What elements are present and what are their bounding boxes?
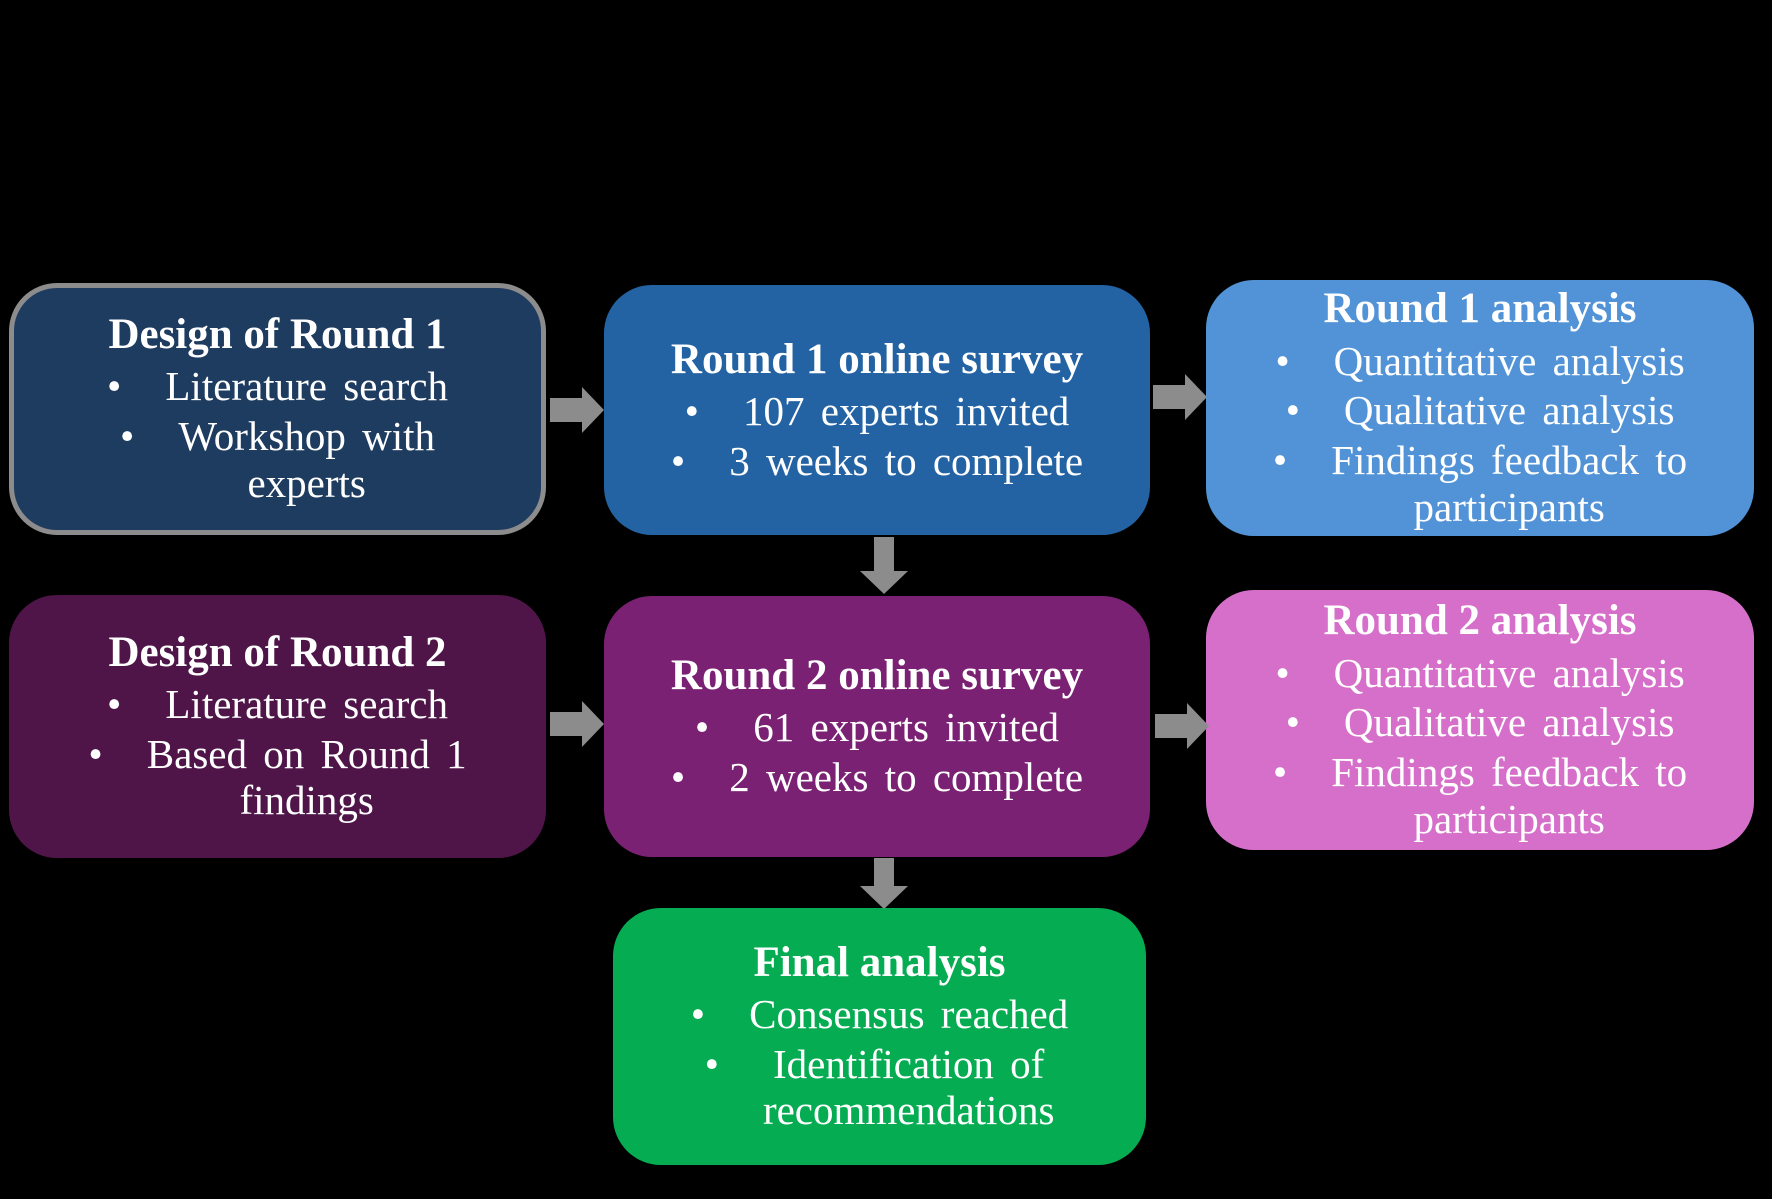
bullet-text: Findings feedback to participants	[1331, 437, 1688, 530]
arrow-right-icon	[550, 701, 604, 747]
bullet-text: Quantitative analysis	[1333, 649, 1685, 696]
bullet-item: • Quantitative analysis	[1224, 650, 1736, 697]
bullet-icon: •	[1272, 437, 1288, 484]
bullet-text: 61 experts invited	[753, 704, 1060, 751]
bullet-text: Qualitative analysis	[1343, 699, 1675, 746]
box-design-of-round-2: Design of Round 2 • Literature search • …	[9, 595, 546, 858]
bullet-icon: •	[1285, 387, 1300, 434]
bullet-list: • Quantitative analysis • Qualitative an…	[1224, 338, 1736, 531]
bullet-item: • 2 weeks to complete	[622, 754, 1132, 801]
bullet-icon: •	[119, 413, 135, 460]
box-round-2-online-survey: Round 2 online survey • 61 experts invit…	[604, 596, 1150, 857]
bullet-icon: •	[1275, 649, 1290, 696]
bullet-text: Quantitative analysis	[1333, 337, 1685, 384]
bullet-icon: •	[107, 680, 122, 727]
bullet-list: • 61 experts invited • 2 weeks to comple…	[622, 704, 1132, 800]
bullet-item: • Workshop with experts	[32, 413, 523, 506]
box-round-2-analysis: Round 2 analysis • Quantitative analysis…	[1206, 590, 1754, 850]
arrow-head	[860, 571, 908, 594]
bullet-item: • Literature search	[32, 363, 523, 410]
bullet-item: • Findings feedback to participants	[1224, 437, 1736, 530]
bullet-text: Literature search	[165, 680, 448, 727]
arrow-shaft	[874, 858, 894, 886]
bullet-text: Consensus reached	[749, 990, 1069, 1037]
bullet-text: 107 experts invited	[743, 387, 1070, 434]
box-design-of-round-1: Design of Round 1 • Literature search • …	[9, 283, 546, 535]
bullet-item: • Quantitative analysis	[1224, 338, 1736, 385]
bullet-text: Identification of recommendations	[762, 1040, 1055, 1134]
bullet-text: Based on Round 1 findings	[146, 730, 467, 824]
bullet-list: • Literature search • Workshop with expe…	[32, 363, 523, 506]
bullet-item: • Qualitative analysis	[1224, 699, 1736, 746]
box-round-1-analysis: Round 1 analysis • Quantitative analysis…	[1206, 280, 1754, 536]
bullet-list: • 107 experts invited • 3 weeks to compl…	[622, 388, 1132, 484]
arrow-head	[1185, 374, 1207, 420]
arrow-right-icon	[550, 387, 604, 433]
bullet-icon: •	[704, 1040, 719, 1087]
bullet-icon: •	[684, 387, 700, 434]
box-title: Round 2 online survey	[670, 652, 1084, 700]
bullet-text: Literature search	[165, 363, 448, 410]
bullet-item: • 61 experts invited	[622, 704, 1132, 751]
bullet-icon: •	[88, 730, 103, 777]
arrow-shaft	[1153, 385, 1185, 409]
bullet-item: • Based on Round 1 findings	[27, 731, 528, 824]
arrow-head	[1187, 703, 1209, 749]
bullet-list: • Quantitative analysis • Qualitative an…	[1224, 650, 1736, 843]
bullet-text: Qualitative analysis	[1343, 387, 1675, 434]
bullet-item: • Qualitative analysis	[1224, 387, 1736, 434]
bullet-item: • Findings feedback to participants	[1224, 749, 1736, 842]
box-title: Round 1 analysis	[1323, 285, 1637, 333]
bullet-text: 3 weeks to complete	[729, 437, 1084, 484]
box-title: Design of Round 1	[108, 311, 447, 359]
arrow-down-icon	[860, 858, 908, 915]
bullet-icon: •	[670, 437, 686, 484]
bullet-icon: •	[1275, 337, 1290, 384]
arrow-head	[582, 701, 604, 747]
bullet-list: • Literature search • Based on Round 1 f…	[27, 681, 528, 824]
bullet-item: • Consensus reached	[631, 991, 1128, 1038]
arrow-down-icon	[860, 537, 908, 594]
bullet-icon: •	[694, 704, 710, 751]
box-round-1-online-survey: Round 1 online survey • 107 experts invi…	[604, 285, 1150, 535]
bullet-icon: •	[1285, 699, 1300, 746]
bullet-list: • Consensus reached • Identification of …	[631, 991, 1128, 1134]
arrow-shaft	[1155, 714, 1187, 738]
box-title: Final analysis	[753, 938, 1006, 986]
box-title: Design of Round 2	[108, 628, 447, 676]
box-final-analysis: Final analysis • Consensus reached • Ide…	[613, 908, 1146, 1165]
bullet-icon: •	[1272, 749, 1288, 796]
bullet-text: Workshop with experts	[178, 413, 436, 506]
box-title: Round 2 analysis	[1323, 597, 1637, 645]
bullet-item: • 107 experts invited	[622, 388, 1132, 435]
arrow-shaft	[550, 712, 582, 736]
bullet-item: • Identification of recommendations	[631, 1041, 1128, 1134]
bullet-icon: •	[690, 990, 706, 1037]
bullet-item: • Literature search	[27, 681, 528, 728]
arrow-shaft	[550, 398, 582, 422]
arrow-shaft	[874, 537, 894, 571]
arrow-right-icon	[1155, 703, 1209, 749]
bullet-text: 2 weeks to complete	[729, 754, 1084, 801]
bullet-item: • 3 weeks to complete	[622, 438, 1132, 485]
bullet-icon: •	[670, 754, 686, 801]
arrow-head	[860, 886, 908, 909]
box-title: Round 1 online survey	[670, 335, 1084, 383]
bullet-text: Findings feedback to participants	[1331, 749, 1688, 842]
arrow-right-icon	[1153, 374, 1207, 420]
arrow-head	[582, 387, 604, 433]
bullet-icon: •	[107, 363, 122, 410]
